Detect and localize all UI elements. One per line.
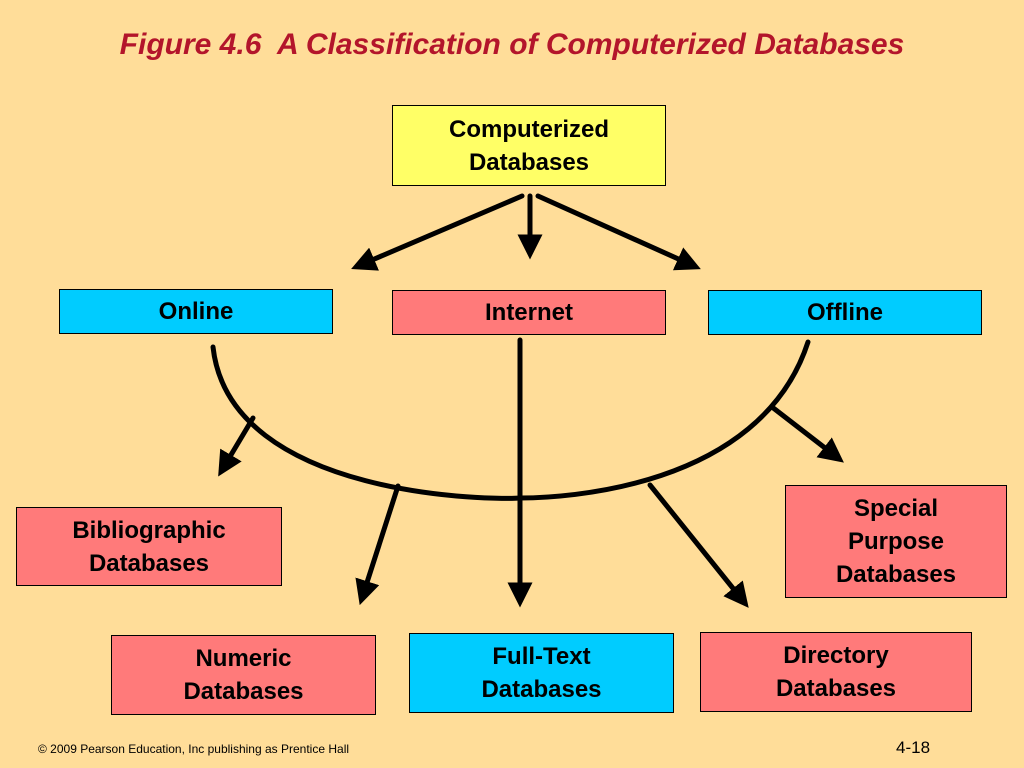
node-label: Bibliographic Databases [72,516,226,577]
copyright-footer: © 2009 Pearson Education, Inc publishing… [38,742,350,756]
node-label: Full-Text Databases [481,643,602,703]
node-label: Directory Databases [775,642,897,702]
node-label: Internet [484,299,573,326]
arrow-to-directory [647,482,749,608]
node-directory-databases: Directory Databases [700,632,972,712]
online-offline-curve [210,339,811,501]
node-online: Online [59,289,333,334]
arrow-root-to-online [351,193,525,271]
node-label: Numeric Databases [183,645,304,705]
node-numeric-databases: Numeric Databases [111,635,376,715]
node-computerized-databases: Computerized Databases [392,105,666,186]
node-special-purpose-databases: Special Purpose Databases [785,485,1007,598]
node-label: Computerized Databases [448,115,609,176]
node-label: Special Purpose Databases [835,495,957,588]
node-internet: Internet [392,290,666,335]
slide-title: Figure 4.6 A Classification of Computeri… [119,28,905,61]
arrow-to-special [769,404,844,463]
arrow-to-bibliographic [218,415,256,477]
node-label: Offline [807,299,883,326]
node-offline: Offline [708,290,982,335]
arrow-root-to-offline [535,193,701,271]
node-bibliographic-databases: Bibliographic Databases [16,507,282,586]
arrow-to-numeric [355,483,401,606]
page-number: 4-18 [896,738,931,757]
node-fulltext-databases: Full-Text Databases [409,633,674,713]
node-label: Online [158,298,234,325]
